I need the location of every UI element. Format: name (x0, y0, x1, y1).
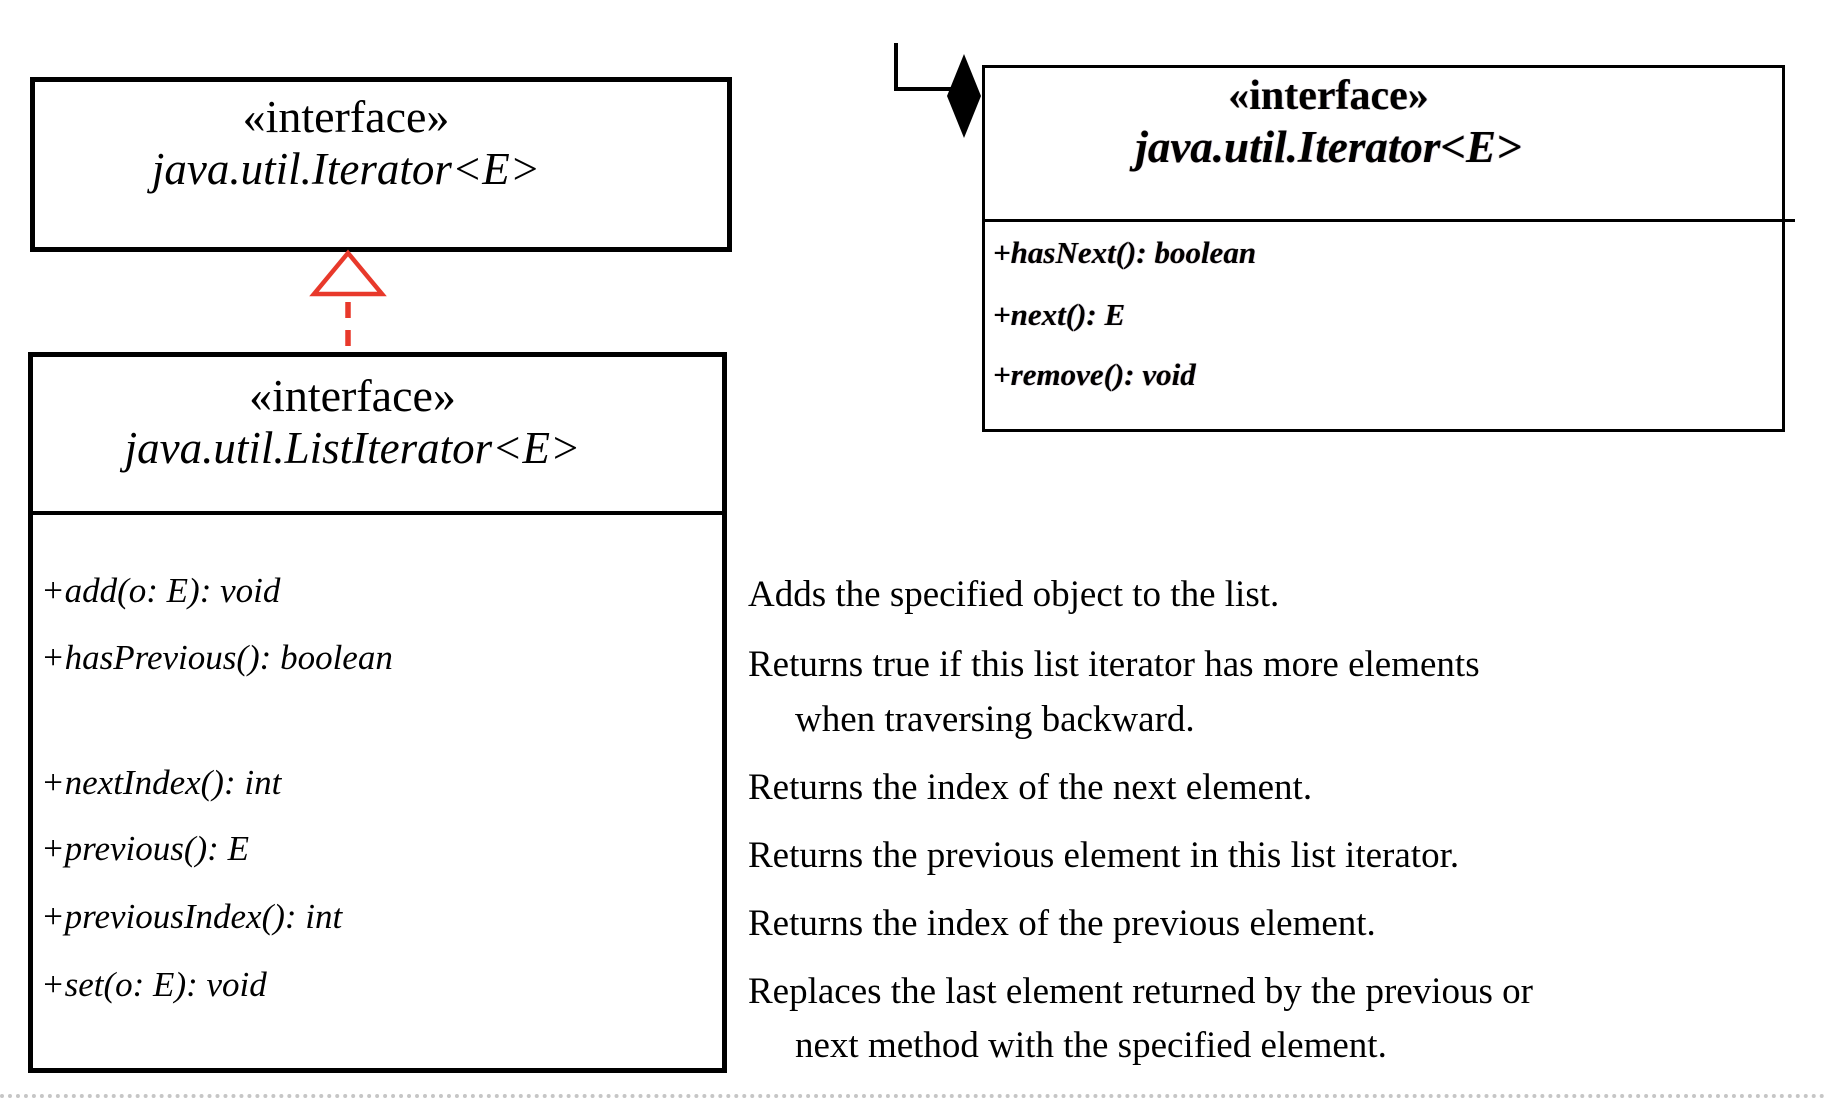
description-line: Replaces the last element returned by th… (748, 971, 1533, 1012)
stereotype-label: «interface» (1228, 73, 1429, 119)
description-line: Returns the index of the next element. (748, 767, 1313, 808)
iterator-box-header: «interface» java.util.Iterator<E> (985, 68, 1782, 222)
method-item: +remove(): void (993, 357, 1196, 392)
method-item: +nextIndex(): int (41, 763, 282, 802)
realization-arrow (309, 249, 387, 355)
method-item: +hasPrevious(): boolean (41, 638, 393, 677)
iterator-box-header: «interface» java.util.Iterator<E> (35, 82, 727, 196)
hollow-triangle-arrowhead (309, 249, 387, 297)
stereotype-label: «interface» (242, 91, 450, 142)
stereotype-label: «interface» (249, 370, 456, 421)
description-line-continuation: when traversing backward. (795, 699, 1195, 740)
filled-diamond (947, 54, 981, 138)
description-line: Returns the index of the previous elemen… (748, 903, 1376, 944)
method-item: +previous(): E (41, 829, 249, 868)
method-item: +set(o: E): void (41, 965, 267, 1004)
description-line: Returns true if this list iterator has m… (748, 644, 1480, 685)
iterator-interface-box-detailed: «interface» java.util.Iterator<E> +hasNe… (982, 65, 1785, 432)
method-item: +next(): E (993, 297, 1126, 332)
description-line: Adds the specified object to the list. (748, 574, 1280, 615)
listiterator-interface-box: «interface» java.util.ListIterator<E> +a… (28, 352, 727, 1073)
method-item: +previousIndex(): int (41, 897, 343, 936)
iterator-interface-box: «interface» java.util.Iterator<E> (30, 77, 732, 252)
interface-name: java.util.ListIterator<E> (124, 423, 581, 474)
description-line: Returns the previous element in this lis… (748, 835, 1460, 876)
separator-overhang-tick (1783, 219, 1795, 222)
method-item: +add(o: E): void (41, 571, 281, 610)
interface-name: java.util.Iterator<E> (151, 144, 541, 195)
listiterator-box-header: «interface» java.util.ListIterator<E> (33, 357, 722, 515)
composition-diamond-connector (894, 43, 981, 138)
bottom-dotted-divider (0, 1094, 1826, 1098)
method-item: +hasNext(): boolean (993, 235, 1257, 270)
description-line-continuation: next method with the specified element. (795, 1025, 1387, 1066)
interface-name: java.util.Iterator<E> (1135, 121, 1522, 172)
